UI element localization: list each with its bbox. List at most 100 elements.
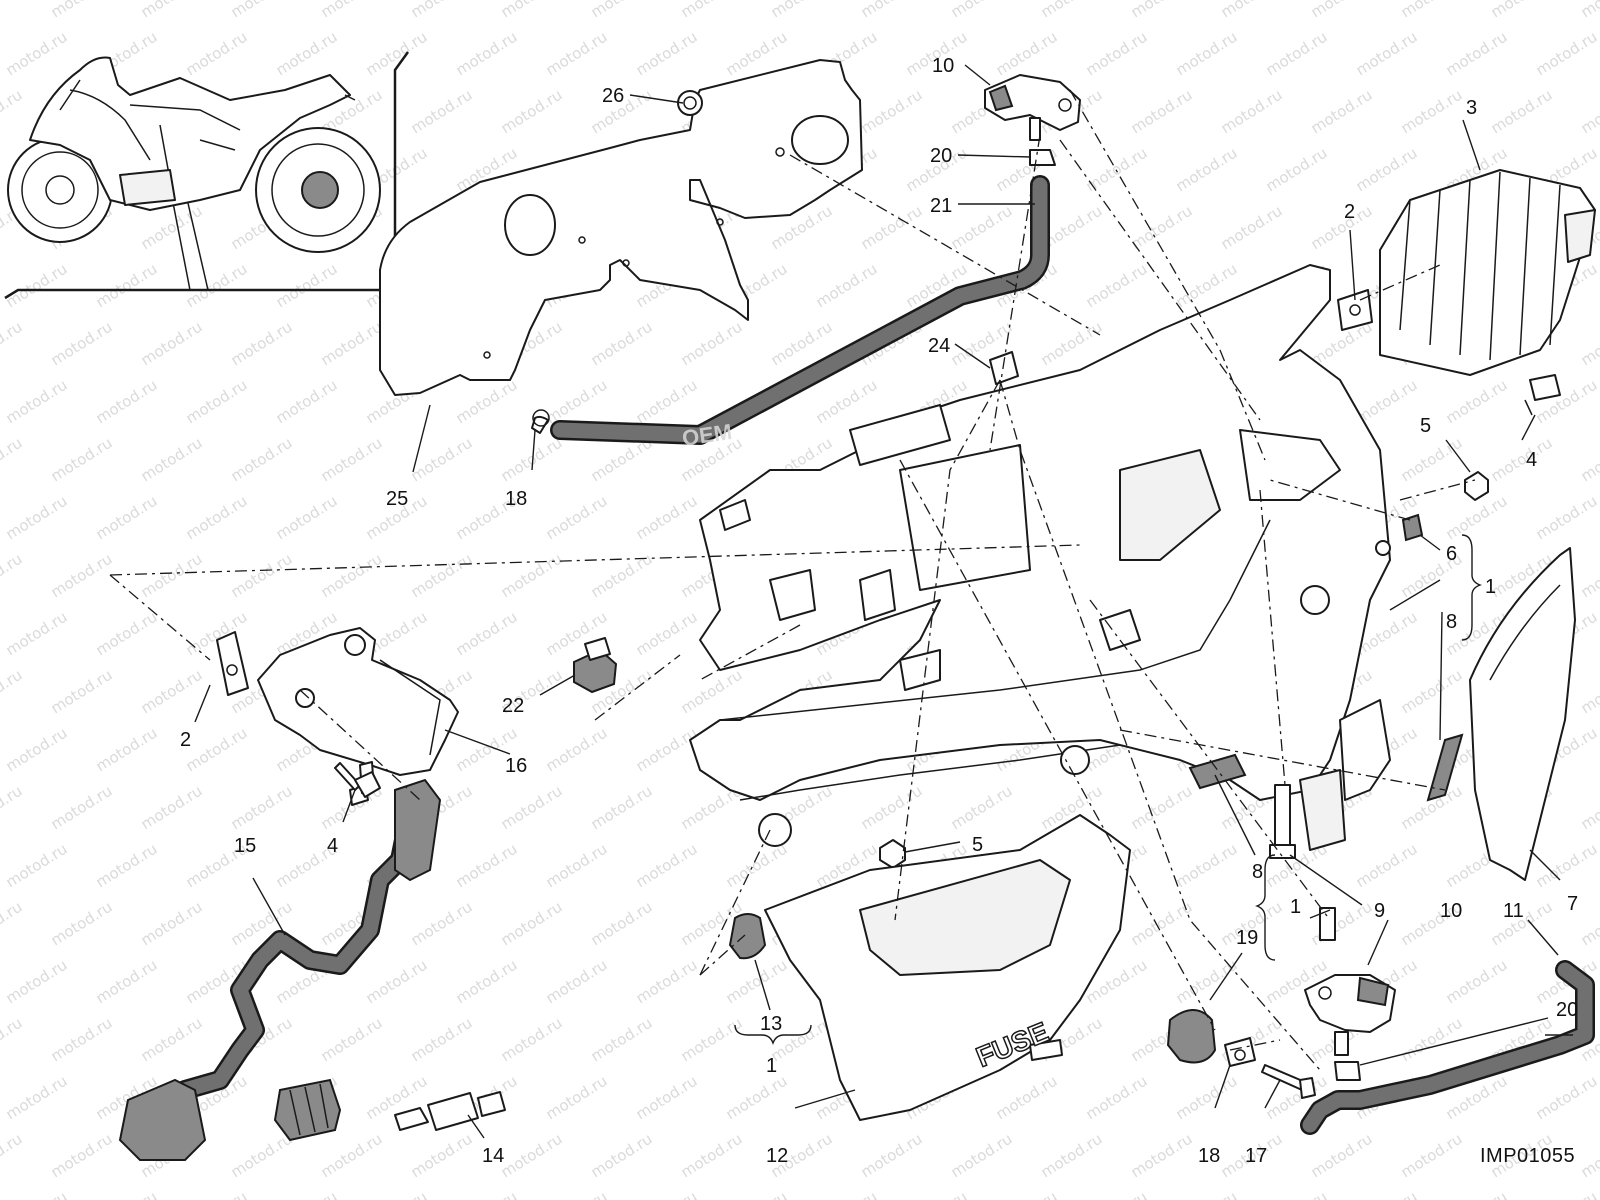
callout-12: 12: [766, 1145, 788, 1167]
watermark-text: motod.ru: [273, 376, 341, 428]
watermark-text: motod.ru: [1578, 550, 1600, 602]
watermark-text: motod.ru: [858, 782, 926, 834]
watermark-text: motod.ru: [723, 1072, 791, 1124]
clip-nut-right: [1337, 289, 1373, 331]
callout-20-top: 20: [930, 145, 952, 167]
callout-4-right: 4: [1526, 449, 1537, 471]
watermark-text: motod.ru: [48, 1014, 116, 1066]
group-braces: [734, 534, 1482, 1045]
watermark-text: motod.ru: [453, 608, 521, 660]
watermark-text: motod.ru: [48, 550, 116, 602]
watermark-text: motod.ru: [1173, 1188, 1241, 1200]
map-sensor-top: [984, 74, 1081, 166]
callout-1-a: 1: [1485, 576, 1496, 598]
callout-20-bottom: 20: [1556, 999, 1578, 1021]
watermark-text: motod.ru: [588, 1130, 656, 1182]
watermark-text: motod.ru: [1488, 86, 1556, 138]
watermark-text: motod.ru: [1353, 144, 1421, 196]
watermark-text: motod.ru: [1578, 898, 1600, 950]
watermark-text: motod.ru: [183, 260, 251, 312]
watermark-text: motod.ru: [858, 1130, 926, 1182]
watermark-text: motod.ru: [3, 956, 71, 1008]
watermark-text: motod.ru: [1083, 28, 1151, 80]
watermark-text: motod.ru: [678, 1014, 746, 1066]
watermark-text: motod.ru: [1353, 1188, 1421, 1200]
watermark-text: motod.ru: [273, 28, 341, 80]
leader-lines: [194, 64, 1573, 1139]
watermark-text: motod.ru: [3, 840, 71, 892]
watermark-text: motod.ru: [0, 434, 25, 486]
watermark-text: motod.ru: [318, 1014, 386, 1066]
watermark-text: motod.ru: [48, 898, 116, 950]
watermark-text: motod.ru: [1263, 1188, 1331, 1200]
callout-2-right: 2: [1344, 201, 1355, 223]
watermark-text: motod.ru: [318, 318, 386, 370]
callout-16: 16: [505, 755, 527, 777]
watermark-text: motod.ru: [543, 724, 611, 776]
watermark-text: motod.ru: [768, 0, 836, 21]
watermark-text: motod.ru: [858, 86, 926, 138]
vacuum-hose-lower: [1300, 960, 1595, 1135]
watermark-text: motod.ru: [993, 1072, 1061, 1124]
watermark-text: motod.ru: [183, 28, 251, 80]
watermark-text: motod.ru: [228, 0, 296, 21]
watermark-text: motod.ru: [1578, 782, 1600, 834]
heat-shield-plate: [379, 59, 863, 396]
watermark-text: motod.ru: [1128, 782, 1196, 834]
watermark-text: motod.ru: [1398, 1130, 1466, 1182]
watermark-text: motod.ru: [363, 1188, 431, 1200]
watermark-text: motod.ru: [1533, 840, 1600, 892]
watermark-text: motod.ru: [543, 376, 611, 428]
watermark-text: motod.ru: [138, 550, 206, 602]
watermark-text: motod.ru: [138, 666, 206, 718]
watermark-text: motod.ru: [903, 1188, 971, 1200]
callout-2-left: 2: [180, 729, 191, 751]
assembly-lines: [109, 89, 1476, 1071]
watermark-text: motod.ru: [813, 260, 881, 312]
callout-11: 11: [1503, 900, 1524, 922]
watermark-text: motod.ru: [498, 0, 566, 21]
watermark-text: motod.ru: [1578, 0, 1600, 21]
watermark-text: motod.ru: [453, 840, 521, 892]
watermark-text: motod.ru: [138, 434, 206, 486]
watermark-text: motod.ru: [948, 0, 1016, 21]
watermark-text: motod.ru: [1443, 1188, 1511, 1200]
watermark-text: motod.ru: [588, 318, 656, 370]
rubber-block: [1188, 753, 1247, 790]
watermark-text: motod.ru: [0, 782, 25, 834]
ecu-control-unit: [1379, 169, 1596, 416]
watermark-text: motod.ru: [543, 956, 611, 1008]
motorcycle-overview-illustration: [4, 51, 410, 300]
watermark-text: motod.ru: [0, 318, 25, 370]
watermark-text: motod.ru: [3, 260, 71, 312]
callout-9: 9: [1374, 900, 1385, 922]
clip-23: [989, 351, 1019, 385]
callout-26: 26: [602, 85, 624, 107]
watermark-text: motod.ru: [363, 956, 431, 1008]
watermark-text: motod.ru: [678, 1130, 746, 1182]
watermark-text: motod.ru: [138, 782, 206, 834]
watermark-text: motod.ru: [93, 956, 161, 1008]
watermark-text: motod.ru: [1173, 28, 1241, 80]
seal-strip: [1426, 733, 1464, 802]
watermark-text: motod.ru: [588, 0, 656, 21]
watermark-text: motod.ru: [0, 550, 25, 602]
watermark-text: motod.ru: [1218, 202, 1286, 254]
electrical-support-bracket: [689, 264, 1391, 851]
watermark-text: motod.ru: [1083, 1072, 1151, 1124]
watermark-text: motod.ru: [93, 840, 161, 892]
watermark-text: motod.ru: [138, 0, 206, 21]
callout-24: 18: [505, 488, 527, 510]
watermark-text: motod.ru: [1398, 1014, 1466, 1066]
diagram-code: IMP01055: [1480, 1145, 1575, 1167]
watermark-text: motod.ru: [498, 898, 566, 950]
watermark-text: motod.ru: [1398, 86, 1466, 138]
watermark-text: motod.ru: [318, 550, 386, 602]
watermark-text: motod.ru: [3, 1188, 71, 1200]
watermark-text: motod.ru: [1173, 144, 1241, 196]
watermark-text: motod.ru: [93, 1188, 161, 1200]
watermark-text: motod.ru: [273, 1188, 341, 1200]
watermark-text: motod.ru: [138, 318, 206, 370]
spark-plug: [394, 1091, 506, 1131]
watermark-text: motod.ru: [3, 608, 71, 660]
